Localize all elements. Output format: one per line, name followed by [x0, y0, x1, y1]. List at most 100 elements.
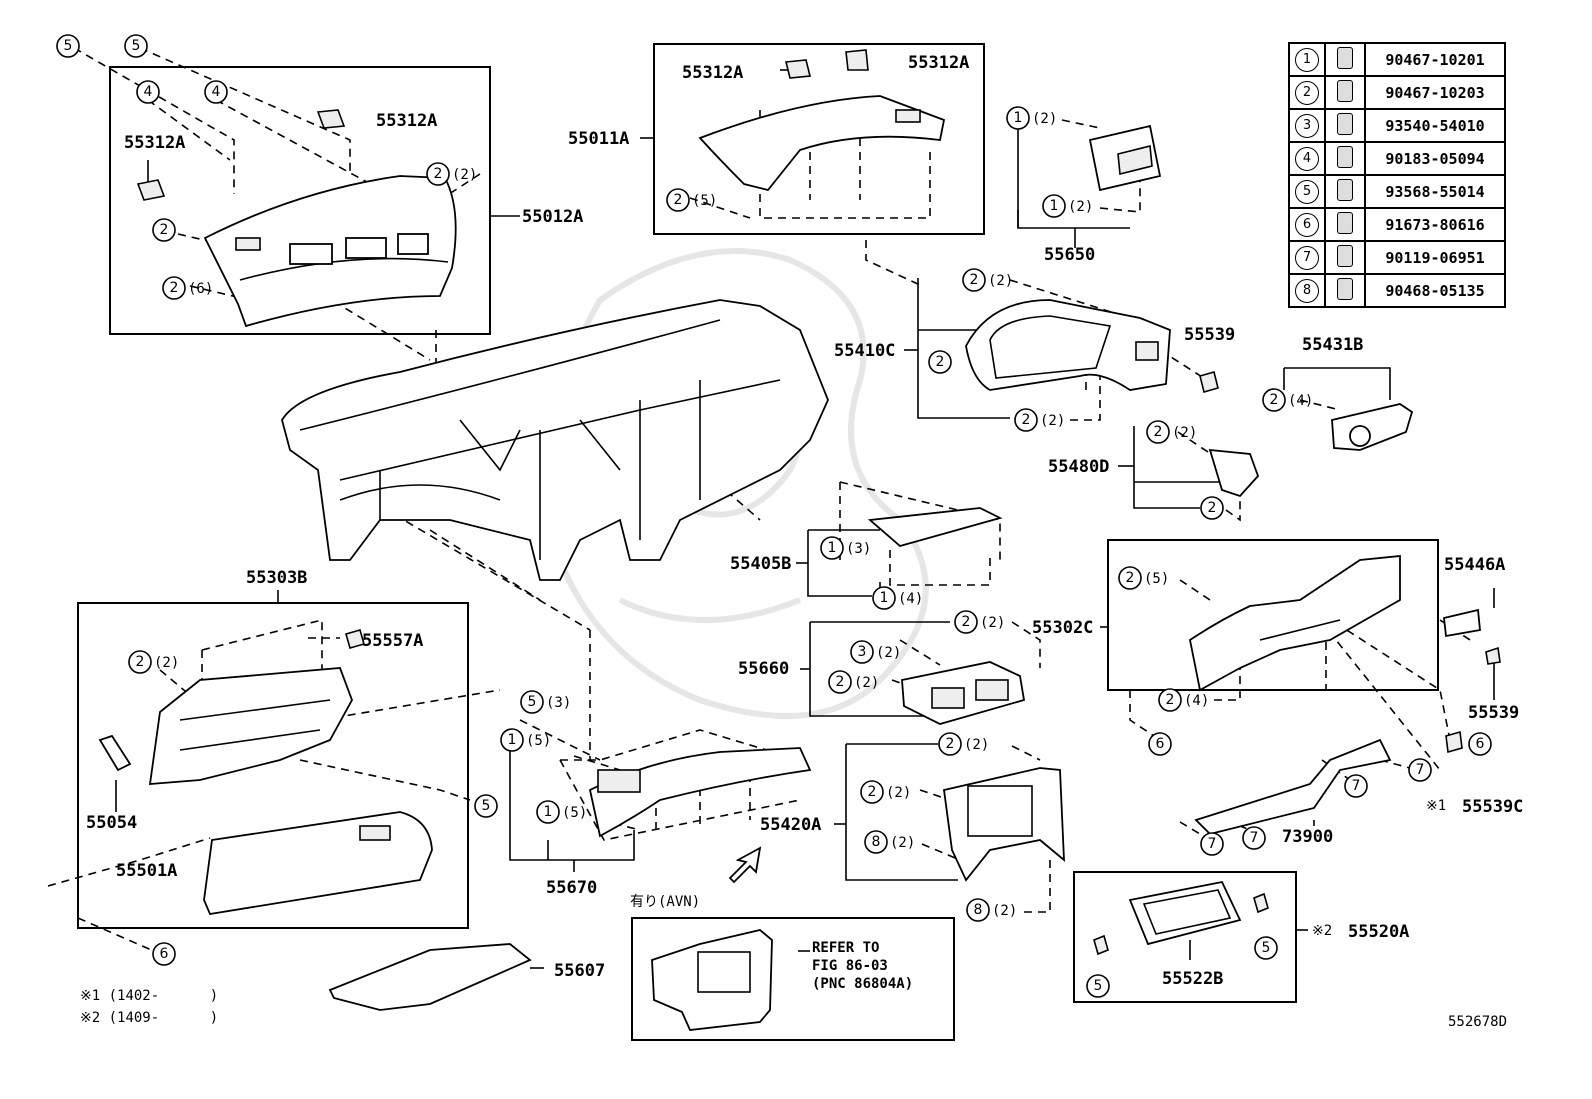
center-panel-55420a: [942, 767, 1065, 882]
vent-55650: [1088, 124, 1162, 192]
clip-55539-2: [1485, 646, 1501, 665]
svg-text:(4): (4): [1184, 693, 1209, 709]
svg-text:(2): (2): [886, 785, 911, 801]
screw-5-left: [1093, 934, 1109, 956]
svg-text:8: 8: [974, 902, 983, 918]
note-2: ※2 (1409- ): [80, 1010, 218, 1026]
svg-text:2: 2: [836, 674, 845, 690]
svg-text:(2): (2): [854, 675, 879, 691]
legend-part-number: 93568-55014: [1364, 174, 1506, 209]
svg-text:2: 2: [1154, 424, 1163, 440]
svg-text:2: 2: [1208, 500, 1217, 516]
clip-55312a-4: [845, 49, 869, 71]
svg-text:(2): (2): [1172, 425, 1197, 441]
svg-text:2: 2: [170, 280, 179, 296]
legend-number: 8: [1295, 278, 1319, 303]
legend-part-number: 91673-80616: [1364, 207, 1506, 242]
svg-text:8: 8: [872, 834, 881, 850]
box-avn: [631, 917, 955, 1041]
svg-text:(3): (3): [846, 541, 871, 557]
legend-row: 8 90468-05135: [1288, 273, 1506, 308]
svg-text:(5): (5): [692, 193, 717, 209]
box-55520a: [1073, 871, 1297, 1003]
svg-text:4: 4: [212, 84, 221, 100]
svg-text:2: 2: [962, 614, 971, 630]
svg-text:(4): (4): [1288, 393, 1313, 409]
legend-number: 1: [1295, 47, 1319, 72]
svg-text:2: 2: [136, 654, 145, 670]
avn-title: 有り(AVN): [630, 894, 700, 910]
svg-text:(4): (4): [898, 591, 923, 607]
svg-text:(2): (2): [1032, 111, 1057, 127]
upper-panel-55012a: [203, 175, 457, 328]
refer-line-3: (PNC 86804A): [812, 976, 913, 992]
box-55012a: [109, 66, 491, 335]
box-55302c: [1107, 539, 1439, 691]
legend-part-number: 90183-05094: [1364, 141, 1506, 176]
part-73900: [1194, 738, 1392, 835]
legend-part-number: 90468-05135: [1364, 273, 1506, 308]
screw-icon: [1337, 178, 1353, 201]
label-55303b: 55303B: [246, 568, 307, 588]
label-55312a: 55312A: [682, 63, 743, 83]
screw-5-right: [1253, 892, 1269, 914]
svg-text:1: 1: [1014, 110, 1023, 126]
svg-text:1: 1: [508, 732, 517, 748]
quantities: (2) (6) (5) (2) (2) (2) (2) (2) (4) (3) …: [154, 111, 1313, 919]
legend-row: 2 90467-10203: [1288, 75, 1506, 110]
clip-55312a-1: [136, 179, 166, 201]
svg-text:(2): (2): [964, 737, 989, 753]
svg-text:2: 2: [1126, 570, 1135, 586]
clip-icon: [1337, 277, 1353, 300]
nut-clip-icon: [1337, 145, 1353, 168]
part-55054: [98, 734, 132, 772]
legend-part-number: 90467-10203: [1364, 75, 1506, 110]
cover-55607: [328, 943, 532, 1011]
part-55431b-hole: [1349, 425, 1371, 447]
svg-text:5: 5: [132, 38, 141, 54]
legend-part-number: 93540-54010: [1364, 108, 1506, 143]
svg-text:(2): (2): [1068, 199, 1093, 215]
part-55557a: [345, 629, 365, 649]
svg-text:7: 7: [1208, 836, 1217, 852]
legend-number: 2: [1295, 80, 1319, 105]
dash-frame: [281, 299, 829, 581]
label-55557a: 55557A: [362, 631, 423, 651]
svg-text:(5): (5): [562, 805, 587, 821]
svg-text:2: 2: [946, 736, 955, 752]
vent-55446a: [1443, 608, 1481, 638]
svg-text:5: 5: [482, 798, 491, 814]
part-55539c: [1445, 730, 1463, 754]
svg-text:2: 2: [1022, 412, 1031, 428]
part-55480d: [1208, 448, 1260, 498]
label-55405b: 55405B: [730, 554, 791, 574]
label-55501a: 55501A: [116, 861, 177, 881]
svg-text:5: 5: [1262, 940, 1271, 956]
label-55670: 55670: [546, 878, 597, 898]
refer-line-2: FIG 86-03: [812, 958, 888, 974]
label-55011a: 55011A: [568, 129, 629, 149]
svg-text:2: 2: [434, 166, 443, 182]
refer-line-1: REFER TO: [812, 940, 879, 956]
glovebox-55303b: [148, 667, 433, 916]
callouts: 5 5 4 4 2 2 2 2 1 1 2 2 2 2 2 2 1 1 2 3 …: [56, 34, 1492, 998]
svg-text:(2): (2): [876, 645, 901, 661]
avn-illustration: [651, 929, 773, 1031]
svg-text:(3): (3): [546, 695, 571, 711]
svg-text:1: 1: [828, 540, 837, 556]
svg-text:2: 2: [1270, 392, 1279, 408]
svg-text:2: 2: [868, 784, 877, 800]
label-55660: 55660: [738, 659, 789, 679]
svg-text:7: 7: [1352, 778, 1361, 794]
svg-text:(5): (5): [526, 733, 551, 749]
label-55302c: 55302C: [1032, 618, 1093, 638]
svg-text:(6): (6): [188, 281, 213, 297]
mark-2: ※2: [1312, 923, 1332, 939]
